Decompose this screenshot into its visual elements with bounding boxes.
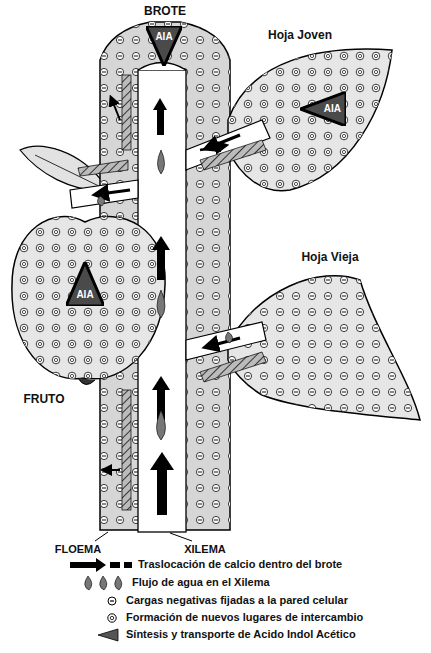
hormone-triangle: AIA [66, 262, 104, 306]
part-label: FRUTO [23, 392, 64, 406]
hormone-label: AIA [76, 290, 93, 300]
part-label: Hoja Vieja [301, 250, 358, 264]
part-label: FLOEMA [55, 543, 101, 555]
hormone-triangle: AIA [300, 92, 346, 126]
part-label: BROTE [144, 4, 186, 18]
part-label: XILEMA [184, 543, 226, 555]
legend-text: Formación de nuevos lugares de intercamb… [126, 611, 363, 623]
legend-text: Traslocación de calcio dentro del brote [138, 558, 342, 570]
hormone-label: AIA [324, 104, 341, 114]
legend-text: Síntesis y transporte de Acido Indol Acé… [126, 628, 356, 640]
legend-text: Flujo de agua en el Xilema [132, 576, 270, 588]
part-label: Hoja Joven [268, 28, 332, 42]
hormone-triangle: AIA [146, 26, 182, 66]
legend-text: Cargas negativas fijadas a la pared celu… [126, 594, 348, 606]
hormone-label: AIA [155, 32, 172, 42]
